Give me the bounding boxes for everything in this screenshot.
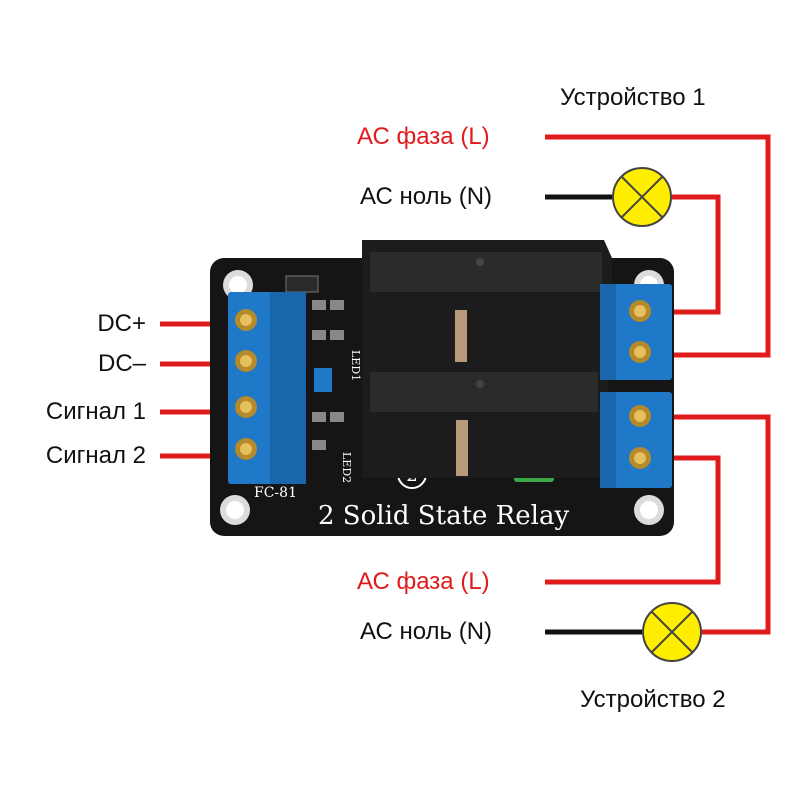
terminal-block-ac-1	[600, 284, 672, 380]
terminal-block-ac-2	[600, 392, 672, 488]
relay-block-icon	[362, 240, 612, 368]
signal-1-label: Сигнал 1	[45, 398, 146, 425]
terminal-screw-icon	[235, 350, 257, 372]
ac-phase-label-1: АС фаза (L)	[357, 123, 490, 150]
terminal-screw-icon	[629, 341, 651, 363]
lamp-icon	[642, 602, 702, 662]
led1-label: LED1	[349, 350, 362, 381]
terminal-screw-icon	[235, 438, 257, 460]
ac-neutral-label-2: АС ноль (N)	[360, 618, 493, 645]
terminal-screw-icon	[629, 447, 651, 469]
relay-block-icon	[362, 362, 608, 478]
lamp-icon	[612, 167, 672, 227]
wire-device1-load	[655, 194, 721, 315]
board-title: 2 Solid State Relay	[318, 501, 569, 531]
terminal-block-dc	[228, 292, 306, 484]
wire-device1-phase	[545, 134, 771, 358]
ac-neutral-label-1: АС ноль (N)	[360, 183, 493, 210]
terminal-screw-icon	[629, 300, 651, 322]
terminal-screw-icon	[235, 309, 257, 331]
device-1-label: Устройство 1	[560, 84, 706, 111]
device-2-label: Устройство 2	[580, 686, 726, 713]
wire-device2-relay-out	[655, 414, 771, 635]
terminal-screw-icon	[629, 405, 651, 427]
dc-minus-label: DC–	[97, 350, 146, 377]
board-model: FC-81	[254, 485, 297, 501]
signal-2-label: Сигнал 2	[45, 442, 146, 469]
led2-label: LED2	[340, 452, 353, 483]
dc-plus-label: DC+	[97, 310, 146, 337]
terminal-screw-icon	[235, 396, 257, 418]
mount-hole-icon	[220, 495, 250, 525]
ac-phase-label-2: АС фаза (L)	[357, 568, 490, 595]
mount-hole-icon	[634, 495, 664, 525]
wire-device2-phase	[545, 455, 721, 585]
